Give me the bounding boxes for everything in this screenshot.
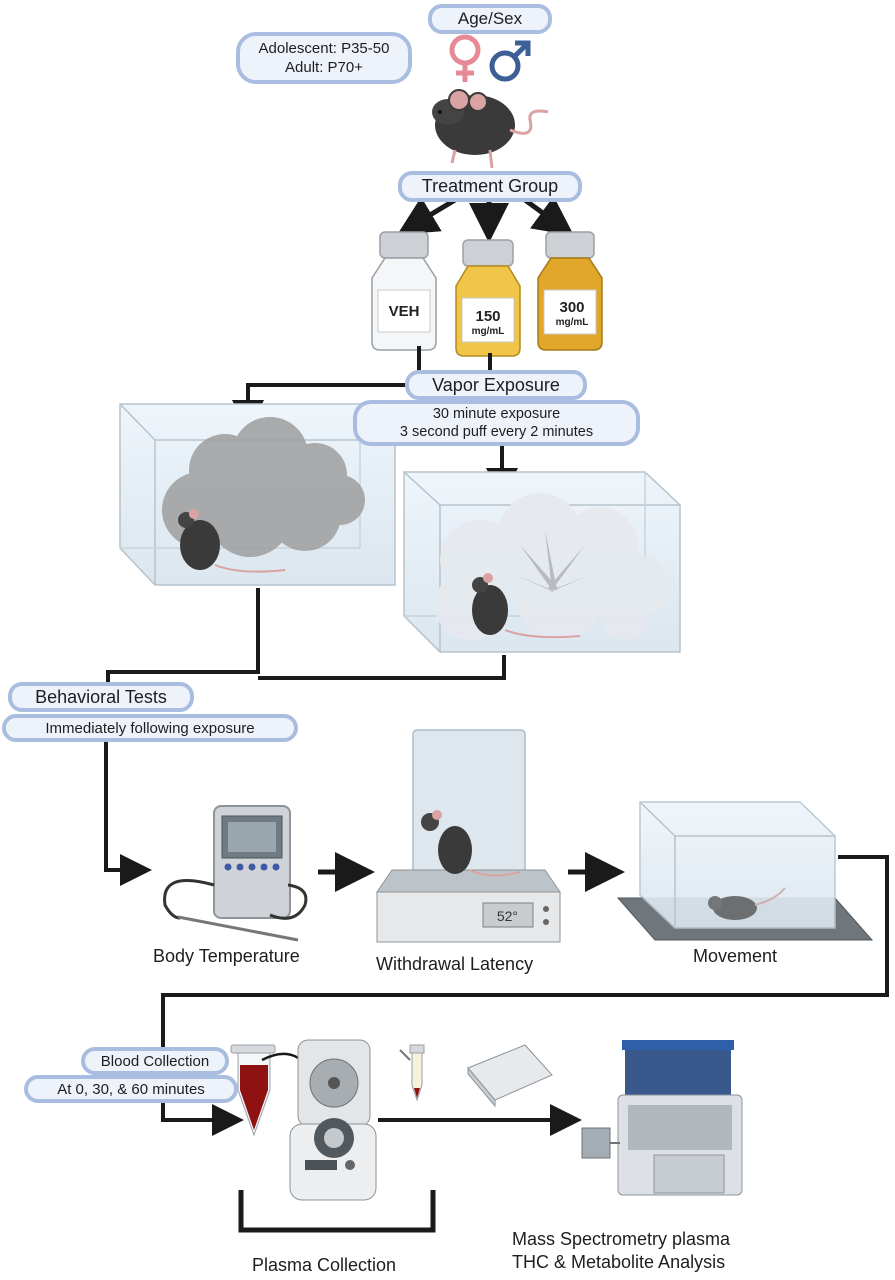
age-sex-label: Age/Sex [457,9,523,28]
vapor-chamber-vehicle [119,403,396,586]
timing-label: Immediately following exposure [45,719,255,737]
mass-spec-label-line1: Mass Spectrometry plasma [512,1229,731,1249]
behavioral-tests-label: Behavioral Tests [35,686,167,707]
open-field-arena [616,801,874,941]
vapor-exposure-pill: Vapor Exposure [405,370,587,400]
blood-times-pill: At 0, 30, & 60 minutes [24,1075,238,1103]
behavioral-tests-pill: Behavioral Tests [8,682,194,712]
hotplate-icon: 52° [376,729,561,943]
age-sex-pill: Age/Sex [428,4,552,34]
plasma-bracket [238,1190,436,1233]
movement-label: Movement [693,946,778,966]
body-temperature-label: Body Temperature [153,946,300,966]
treatment-group-label: Treatment Group [421,176,559,196]
hotplate-readout: 52° [497,908,518,924]
age-adolescent-label: Adolescent: P35-50 [258,40,390,57]
vapor-exposure-label: Vapor Exposure [432,374,560,395]
mouse-icon [432,89,549,169]
mouse-icon [472,573,581,639]
vial-150-icon: 150 mg/mL [455,239,521,357]
exposure-duration-label: 30 minute exposure [432,406,561,422]
vial-300-unit: mg/mL [556,317,589,328]
withdrawal-latency-label: Withdrawal Latency [376,954,534,974]
exposure-puff-label: 3 second puff every 2 minutes [399,424,594,440]
timing-pill: Immediately following exposure [2,714,298,742]
vial-veh-icon: VEH [371,231,437,351]
blood-tube-icon [230,1044,276,1137]
blood-collection-label: Blood Collection [100,1052,210,1070]
age-group-pill: Adolescent: P35-50 Adult: P70+ [236,32,412,84]
female-symbol-icon [449,34,481,82]
vial-veh-label: VEH [389,303,420,320]
vapor-chamber-thc [403,471,681,653]
age-adult-label: Adult: P70+ [285,59,363,76]
mouse-icon [178,509,286,573]
mouse-icon [708,887,786,920]
vapor-cloud-dark [162,417,365,557]
well-plate-icon [467,1044,553,1108]
vial-150-unit: mg/mL [472,326,505,337]
plasma-collection-label: Plasma Collection [252,1255,397,1275]
mouse-icon [421,810,521,877]
treatment-group-pill: Treatment Group [398,171,582,202]
vial-300-number: 300 [559,299,584,316]
male-symbol-icon [489,40,531,82]
exposure-details-pill: 30 minute exposure 3 second puff every 2… [353,400,640,446]
tube-icon [399,1044,425,1102]
centrifuge-icon [289,1039,377,1201]
blood-times-label: At 0, 30, & 60 minutes [57,1080,205,1098]
vial-300-icon: 300 mg/mL [537,231,603,351]
thermometer-icon [163,805,308,942]
vial-150-number: 150 [475,308,500,325]
blood-collection-pill: Blood Collection [81,1047,229,1075]
mass-spectrometer-icon [581,1040,743,1196]
cannabis-leaf-icon [515,530,590,592]
mass-spec-label-line2: THC & Metabolite Analysis [512,1252,726,1272]
